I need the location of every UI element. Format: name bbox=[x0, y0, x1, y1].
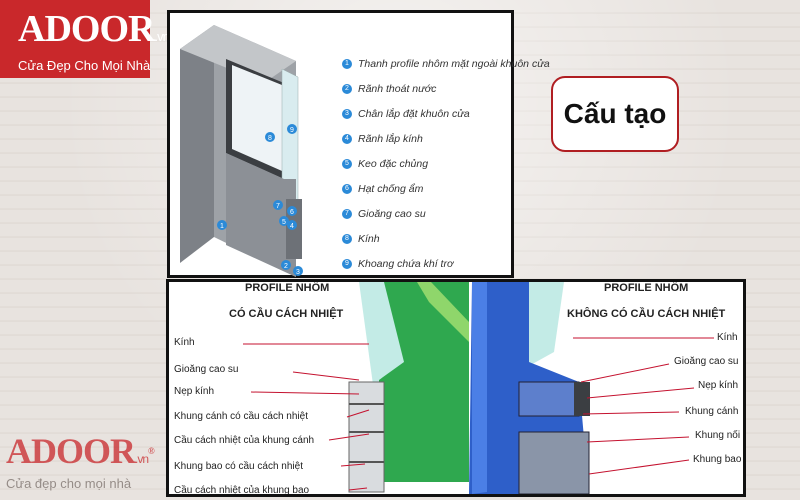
legend-item: 9 Khoang chứa khí trơ bbox=[342, 251, 514, 276]
legend-label: Rãnh lắp kính bbox=[358, 132, 423, 145]
blue-profile-edge bbox=[472, 282, 487, 494]
callout-8-text: 8 bbox=[268, 135, 272, 142]
callout-8 bbox=[265, 132, 275, 142]
frame-top bbox=[180, 25, 296, 83]
left-label-glass: Kính bbox=[174, 337, 195, 348]
callout-4 bbox=[287, 220, 297, 230]
legend-number: 9 bbox=[342, 258, 352, 269]
adoor-logo-watermark: ADOOR.vn® Cửa đẹp cho mọi nhà bbox=[6, 431, 176, 498]
rubber-gasket-right bbox=[574, 382, 590, 416]
legend-label: Chân lắp đặt khuôn cửa bbox=[358, 107, 470, 120]
right-leader-lines bbox=[573, 337, 714, 475]
right-label-glass: Kính bbox=[717, 332, 738, 343]
legend-item: 5 Keo đặc chủng bbox=[342, 151, 514, 176]
glass-pane bbox=[232, 65, 282, 171]
green-profile-highlight bbox=[417, 282, 469, 342]
legend-number: 5 bbox=[342, 158, 352, 169]
callout-7 bbox=[273, 200, 283, 210]
legend-label: Keo đặc chủng bbox=[358, 157, 429, 170]
callout-markers: 1 2 3 4 5 6 7 8 9 bbox=[217, 124, 303, 276]
legend-label: Hạt chống ẩm bbox=[358, 182, 424, 195]
legend-item: 8 Kính bbox=[342, 226, 514, 251]
window-cross-section-image: 1 2 3 4 5 6 7 8 9 bbox=[180, 25, 303, 277]
callout-5-text: 5 bbox=[282, 219, 286, 226]
legend-item: 3 Chân lắp đặt khuôn cửa bbox=[342, 101, 514, 126]
legend-item: 7 Gioăng cao su bbox=[342, 201, 514, 226]
legend-number: 2 bbox=[342, 83, 352, 94]
callout-1 bbox=[217, 220, 227, 230]
callout-5 bbox=[279, 216, 289, 226]
adoor-logo-top[interactable]: ADOOR.vn® Cửa Đẹp Cho Mọi Nhà bbox=[0, 0, 175, 78]
right-heading-line2: KHÔNG CÓ CẦU CÁCH NHIỆT bbox=[567, 308, 726, 320]
callout-2 bbox=[281, 260, 291, 270]
logo-tagline: Cửa Đẹp Cho Mọi Nhà bbox=[18, 58, 151, 73]
legend-item: 2 Rãnh thoát nước bbox=[342, 76, 514, 101]
frame-side bbox=[180, 25, 214, 263]
callout-7-text: 7 bbox=[276, 203, 280, 210]
legend-label: Khoang chứa khí trơ bbox=[358, 257, 454, 270]
left-label-glazing-bead: Nẹp kính bbox=[174, 386, 215, 397]
legend-number: 7 bbox=[342, 208, 352, 219]
page-title: Cấu tạo bbox=[551, 76, 679, 152]
legend-label: Gioăng cao su bbox=[358, 207, 426, 220]
left-label-thermal-frame: Khung bao có cầu cách nhiệt bbox=[174, 461, 303, 472]
legend-item: 6 Hạt chống ẩm bbox=[342, 176, 514, 201]
left-heading-line1: PROFILE NHÔM bbox=[245, 282, 330, 294]
right-label-sash: Khung cánh bbox=[685, 406, 739, 417]
callout-3 bbox=[293, 266, 303, 276]
legend-label: Rãnh thoát nước bbox=[358, 82, 437, 95]
right-label-glazing-bead: Nẹp kính bbox=[698, 380, 739, 391]
legend-item: 4 Rãnh lắp kính bbox=[342, 126, 514, 151]
legend-number: 8 bbox=[342, 233, 352, 244]
left-label-gasket: Gioăng cao su bbox=[174, 364, 239, 375]
callout-9 bbox=[287, 124, 297, 134]
callout-2-text: 2 bbox=[284, 263, 288, 270]
right-label-gasket: Gioăng cao su bbox=[674, 356, 739, 367]
window-structure-diagram: 1 2 3 4 5 6 7 8 9 1 Thanh profile nhôm mặ… bbox=[167, 10, 550, 278]
right-label-connector: Khung nối bbox=[695, 430, 741, 441]
green-profile bbox=[379, 282, 469, 482]
profile-comparison-image bbox=[243, 282, 714, 494]
legend-number: 1 bbox=[342, 58, 352, 69]
legend-label: Kính bbox=[358, 232, 380, 245]
callout-6 bbox=[287, 206, 297, 216]
logo-brand: ADOOR.vn® bbox=[18, 8, 175, 50]
legend-number: 4 bbox=[342, 133, 352, 144]
left-label-thermal-sash: Khung cánh có cầu cách nhiệt bbox=[174, 411, 308, 422]
left-heading-line2: CÓ CẦU CÁCH NHIỆT bbox=[229, 308, 344, 320]
blue-frame bbox=[518, 431, 590, 494]
thermal-insulator-left bbox=[348, 381, 385, 493]
left-leader-lines bbox=[243, 343, 370, 491]
legend-label: Thanh profile nhôm mặt ngoài khuôn cửa bbox=[358, 57, 550, 70]
left-label-sash-bridge: Cầu cách nhiệt của khung cánh bbox=[174, 435, 315, 446]
profile-comparison-diagram: PROFILE NHÔM CÓ CẦU CÁCH NHIỆT PROFILE N… bbox=[166, 279, 746, 497]
legend-number: 6 bbox=[342, 183, 352, 194]
legend-item: 1 Thanh profile nhôm mặt ngoài khuôn cửa bbox=[342, 51, 550, 76]
blue-sash bbox=[518, 381, 580, 417]
left-label-frame-bridge: Cầu cách nhiệt của khung bao bbox=[174, 485, 310, 496]
watermark-tagline: Cửa đẹp cho mọi nhà bbox=[6, 476, 132, 491]
callout-4-text: 4 bbox=[290, 223, 294, 230]
callout-3-text: 3 bbox=[296, 269, 300, 276]
callout-6-text: 6 bbox=[290, 209, 294, 216]
right-heading-line1: PROFILE NHÔM bbox=[604, 282, 689, 294]
right-label-frame: Khung bao bbox=[693, 454, 742, 465]
watermark-brand: ADOOR.vn® bbox=[6, 431, 155, 471]
bottom-profile bbox=[226, 153, 296, 277]
callout-1-text: 1 bbox=[220, 223, 224, 230]
callout-9-text: 9 bbox=[290, 127, 294, 134]
legend-number: 3 bbox=[342, 108, 352, 119]
